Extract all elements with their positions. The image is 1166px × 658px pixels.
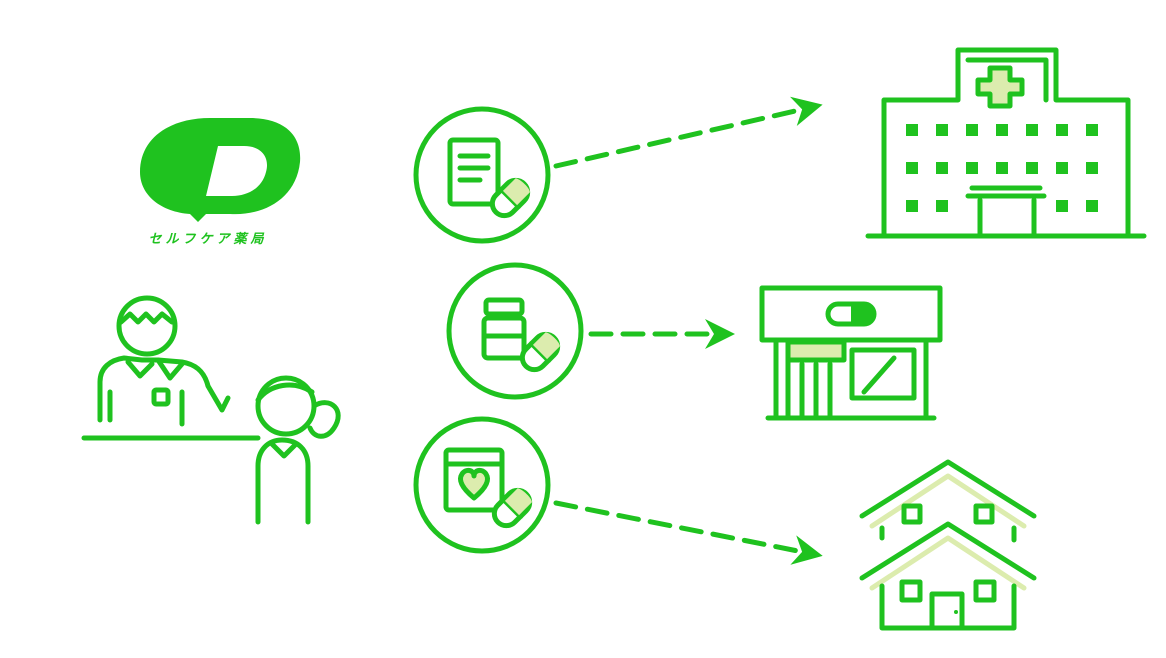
speech-bubble-d-logo <box>140 118 301 222</box>
prescription-medicine-icon <box>413 106 551 244</box>
home-icon <box>859 459 1037 631</box>
otc-medicine-icon <box>446 262 584 400</box>
arrow-to-hospital <box>553 96 823 169</box>
brand-label: セルフケア薬局 <box>148 232 268 247</box>
drugstore-icon <box>759 285 943 421</box>
pharmacist-icon <box>97 295 231 427</box>
hospital-icon <box>865 47 1147 239</box>
arrow-to-home <box>553 500 823 565</box>
customer-icon <box>255 375 341 525</box>
health-supplement-icon <box>413 416 551 554</box>
